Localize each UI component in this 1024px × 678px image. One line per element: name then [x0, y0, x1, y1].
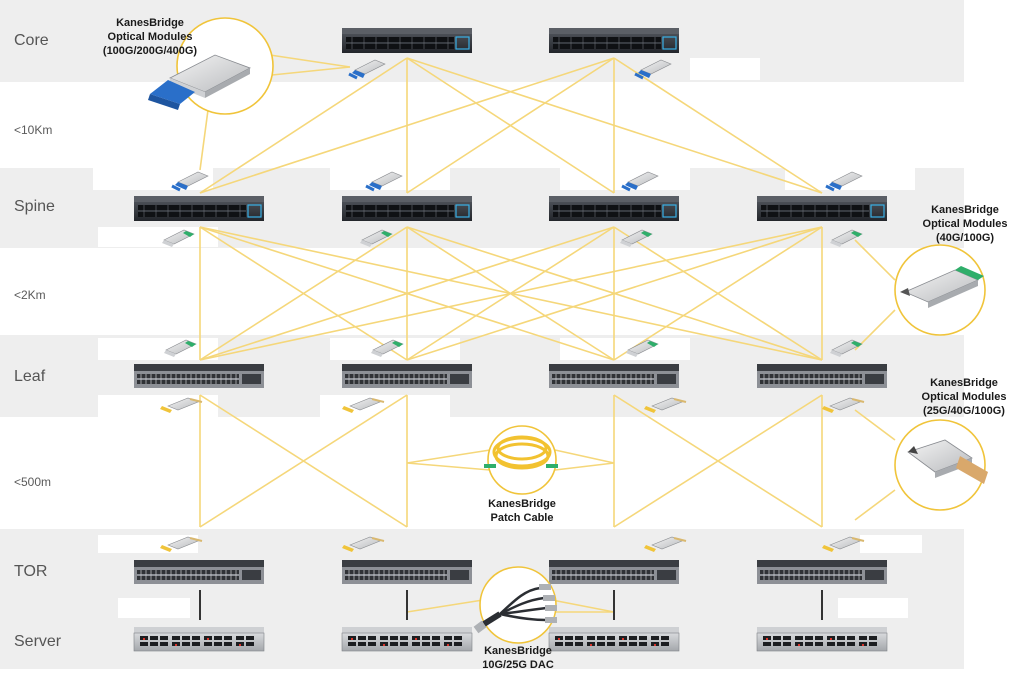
label-strip	[330, 338, 460, 360]
server-4	[756, 626, 888, 652]
spine-up-transceiver-4	[824, 170, 864, 192]
leaf-module-callout	[894, 419, 988, 511]
spine-up-transceiver-1	[170, 170, 210, 192]
dac-caption: KanesBridge 10G/25G DAC	[458, 644, 578, 672]
leaf-down-transceiver-1	[159, 397, 203, 414]
caption-line: 10G/25G DAC	[482, 659, 554, 671]
leaf-down-transceiver-3	[643, 397, 687, 414]
caption-line: Optical Modules	[921, 391, 1007, 403]
caption-line: (100G/200G/400G)	[102, 45, 198, 57]
spine-module-callout	[894, 244, 986, 336]
leaf-switch-1	[133, 363, 265, 389]
distance-label-leaf-tor: <500m	[14, 475, 52, 489]
spine-modules-caption: KanesBridge Optical Modules (40G/100G)	[906, 203, 1024, 245]
caption-line: (40G/100G)	[935, 232, 995, 244]
caption-brand: KanesBridge	[116, 17, 184, 29]
tor-switch-4	[756, 559, 888, 585]
tier-label-server: Server	[14, 633, 62, 650]
spine-down-transceiver-2	[359, 229, 393, 248]
core-module-callout	[148, 17, 274, 115]
spine-up-transceiver-3	[620, 170, 660, 192]
distance-label-core-spine: <10Km	[14, 123, 53, 137]
caption-line: Optical Modules	[922, 218, 1008, 230]
spine-down-transceiver-1	[161, 229, 195, 248]
spine-up-transceiver-2	[364, 170, 404, 192]
tor-switch-2	[341, 559, 473, 585]
tor-up-transceiver-4	[821, 536, 865, 553]
label-strip	[560, 168, 690, 190]
server-2	[341, 626, 473, 652]
leaf-switch-4	[756, 363, 888, 389]
label-strip	[860, 535, 922, 553]
leaf-modules-caption: KanesBridge Optical Modules (25G/40G/100…	[904, 376, 1024, 418]
caption-line: Patch Cable	[490, 512, 554, 524]
server-1	[133, 626, 265, 652]
leaf-switch-2	[341, 363, 473, 389]
optical-transceiver-icon	[907, 439, 988, 484]
optical-transceiver-icon	[900, 266, 984, 308]
spine-down-transceiver-4	[829, 229, 863, 248]
label-strip	[690, 58, 760, 80]
core-switch-1	[341, 27, 473, 54]
dac-cable-icon	[473, 584, 557, 634]
tor-switch-1	[133, 559, 265, 585]
tier-label-core: Core	[14, 32, 49, 49]
leaf-switch-3	[548, 363, 680, 389]
leaf-up-transceiver-1	[163, 339, 197, 358]
core-switch-2	[548, 27, 680, 54]
tor-up-transceiver-3	[643, 536, 687, 553]
caption-line: (25G/40G/100G)	[923, 405, 1005, 417]
fiber-patch-cable-icon	[492, 435, 552, 470]
tor-up-transceiver-2	[341, 536, 385, 553]
leaf-down-transceiver-4	[821, 397, 865, 414]
spine-down-transceiver-3	[619, 229, 653, 248]
caption-line: Optical Modules	[107, 31, 193, 43]
core-band	[0, 0, 964, 82]
tor-up-transceiver-1	[159, 536, 203, 553]
patch-cable-callout	[484, 425, 558, 495]
leaf-down-transceiver-2	[341, 397, 385, 414]
tier-label-spine: Spine	[14, 198, 55, 215]
spine-switch-4	[756, 195, 888, 222]
link-lines	[199, 54, 896, 613]
label-strip	[98, 535, 198, 553]
tor-server-links	[199, 590, 823, 620]
core-transceiver-2	[633, 58, 673, 80]
caption-brand: KanesBridge	[930, 377, 998, 389]
label-strip	[118, 598, 190, 618]
caption-brand: KanesBridge	[488, 498, 556, 510]
core-modules-caption: KanesBridge Optical Modules (100G/200G/4…	[80, 16, 220, 58]
distance-label-spine-leaf: <2Km	[14, 288, 46, 302]
tier-label-leaf: Leaf	[14, 368, 46, 385]
caption-brand: KanesBridge	[931, 204, 999, 216]
tor-switch-3	[548, 559, 680, 585]
patch-cable-caption: KanesBridge Patch Cable	[462, 497, 582, 525]
spine-switch-1	[133, 195, 265, 222]
tier-label-tor: TOR	[14, 563, 48, 580]
spine-switch-2	[341, 195, 473, 222]
caption-brand: KanesBridge	[484, 645, 552, 657]
dac-callout	[473, 566, 557, 644]
spine-switch-3	[548, 195, 680, 222]
label-strip	[838, 598, 908, 618]
optical-transceiver-icon	[148, 54, 251, 110]
